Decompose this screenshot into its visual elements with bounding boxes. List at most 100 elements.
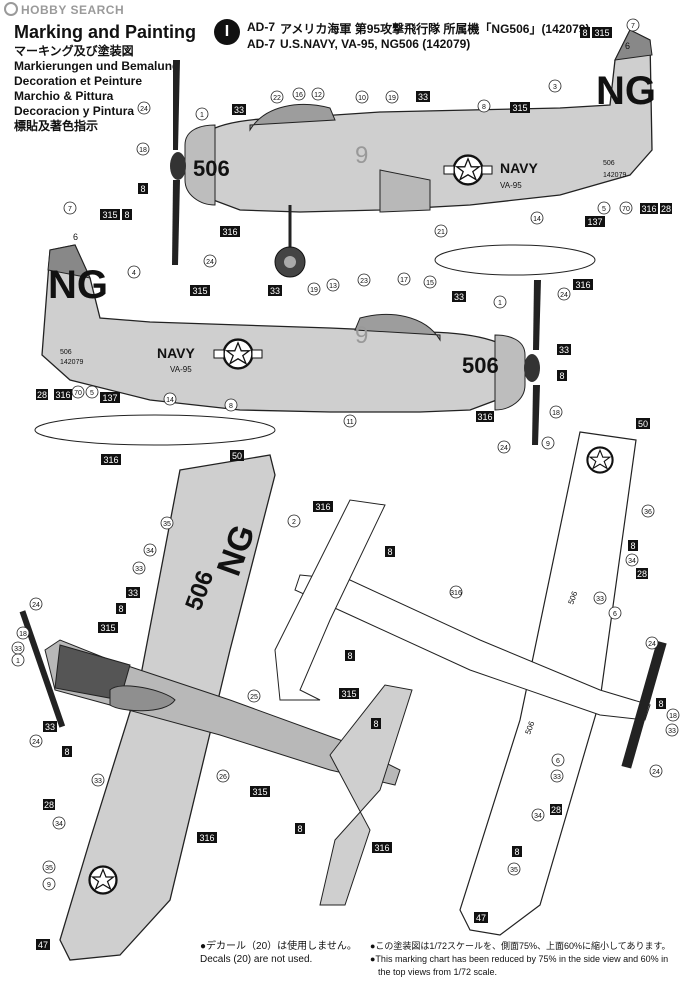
svg-text:50: 50: [232, 451, 242, 461]
callout-box-28c: 28: [636, 568, 648, 579]
side-left-prop-blade-up: [533, 280, 541, 350]
svg-text:11: 11: [346, 419, 353, 426]
svg-text:137: 137: [102, 393, 117, 403]
callout-box-50b: 50: [636, 418, 650, 429]
svg-text:8: 8: [387, 547, 392, 557]
svg-text:34: 34: [628, 558, 636, 565]
callout-box-316g: 316: [313, 501, 333, 512]
svg-text:316: 316: [222, 227, 237, 237]
side-right-canopy: [249, 103, 336, 132]
side-left-va95: VA-95: [170, 365, 192, 374]
svg-text:7: 7: [68, 206, 72, 213]
svg-text:19: 19: [310, 287, 318, 294]
side-left-bar-right: [251, 349, 263, 359]
callout-box-33: 33: [232, 104, 246, 115]
side-left-506: 506: [462, 353, 499, 378]
svg-text:21: 21: [437, 229, 445, 236]
drop-tank-top: [434, 244, 596, 276]
subtitle-es: Decoracion y Pintura: [14, 104, 135, 118]
callout-box-33d: 33: [452, 291, 466, 302]
callout-box-8k: 8: [62, 746, 72, 757]
svg-text:1: 1: [200, 112, 204, 119]
callout-box-8l: 8: [656, 698, 666, 709]
svg-text:33: 33: [14, 646, 22, 653]
callout-box-47: 47: [36, 939, 50, 950]
svg-text:36: 36: [644, 509, 652, 516]
svg-text:33: 33: [454, 292, 464, 302]
callout-box-28d: 28: [43, 799, 55, 810]
callout-box-315b: 315: [592, 27, 612, 38]
svg-text:315: 315: [594, 28, 609, 38]
under-wing-506-b: 506: [523, 720, 536, 736]
svg-text:18: 18: [19, 631, 27, 638]
svg-text:24: 24: [32, 602, 40, 609]
header-model-en: AD-7: [247, 37, 276, 51]
svg-text:316: 316: [55, 390, 70, 400]
side-right-prop-blade-down: [172, 180, 180, 265]
svg-text:315: 315: [252, 787, 267, 797]
svg-text:316: 316: [641, 204, 656, 214]
svg-text:8: 8: [124, 210, 129, 220]
svg-text:14: 14: [533, 216, 541, 223]
side-right-bar-left: [443, 165, 455, 175]
side-left-nose-9: 9: [355, 322, 368, 349]
svg-text:24: 24: [500, 445, 508, 452]
svg-text:17: 17: [400, 277, 408, 284]
svg-text:8: 8: [582, 28, 587, 38]
callout-box-8j: 8: [371, 718, 381, 729]
svg-text:6: 6: [613, 611, 617, 618]
svg-text:316: 316: [103, 455, 118, 465]
svg-text:28: 28: [37, 390, 47, 400]
svg-text:8: 8: [630, 541, 635, 551]
svg-text:18: 18: [669, 713, 677, 720]
svg-text:33: 33: [596, 596, 604, 603]
side-right-506: 506: [193, 156, 230, 181]
svg-text:35: 35: [45, 865, 53, 872]
svg-text:1: 1: [498, 300, 502, 307]
svg-text:33: 33: [270, 286, 280, 296]
svg-text:33: 33: [559, 345, 569, 355]
svg-text:18: 18: [139, 147, 147, 154]
side-right-prop-blade-up: [173, 60, 180, 150]
svg-text:8: 8: [482, 104, 486, 111]
svg-text:9: 9: [47, 882, 51, 889]
footer-scale-jp: ●この塗装図は1/72スケールを、側面75%、上面60%に縮小してあります。: [370, 941, 671, 951]
top-left-prop: [19, 610, 66, 728]
svg-text:26: 26: [219, 774, 227, 781]
svg-text:8: 8: [297, 824, 302, 834]
svg-text:25: 25: [250, 694, 258, 701]
footer-scale-en1: ●This marking chart has been reduced by …: [370, 954, 669, 964]
callout-box-8n: 8: [512, 846, 522, 857]
callout-box-137b: 137: [100, 392, 120, 403]
callout-box-316c: 316: [573, 279, 593, 290]
svg-text:1: 1: [16, 658, 20, 665]
svg-text:24: 24: [652, 769, 660, 776]
svg-text:315: 315: [102, 210, 117, 220]
side-right-NG: NG: [596, 69, 656, 113]
callout-box-28e: 28: [550, 804, 562, 815]
watermark: HOBBY SEARCH: [4, 2, 124, 17]
side-right-fin-number: 6: [625, 41, 630, 51]
side-left-prop-blade-down: [532, 385, 540, 445]
svg-text:137: 137: [587, 217, 602, 227]
scheme-badge: I: [214, 19, 240, 45]
side-view-right: 506 NG 6 9 NAVY VA-95 506 142079: [170, 29, 656, 278]
svg-text:23: 23: [360, 278, 368, 285]
side-right-star-insignia: [452, 154, 484, 186]
callout-box-33e: 33: [557, 344, 571, 355]
subtitle-de: Markierungen und Bemalung: [14, 59, 180, 73]
svg-text:6: 6: [556, 758, 560, 765]
svg-text:316: 316: [374, 843, 389, 853]
svg-text:10: 10: [358, 95, 366, 102]
header-model-jp: AD-7: [247, 20, 276, 34]
svg-text:14: 14: [166, 397, 174, 404]
callout-box-315e: 315: [98, 622, 118, 633]
callout-box-316h: 316: [197, 832, 217, 843]
side-left-serial-bureau: 142079: [60, 359, 83, 366]
svg-text:8: 8: [347, 651, 352, 661]
callout-box-8i: 8: [345, 650, 355, 661]
svg-text:316: 316: [575, 280, 590, 290]
svg-text:33: 33: [234, 105, 244, 115]
svg-text:28: 28: [637, 569, 647, 579]
